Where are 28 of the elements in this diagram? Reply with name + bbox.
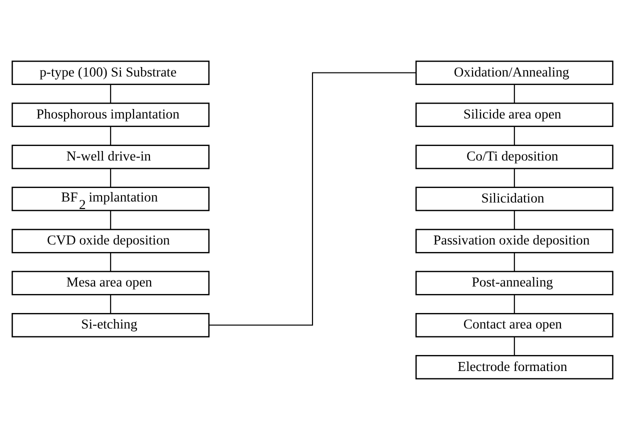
connector: [514, 337, 515, 356]
node-box: Post-annealing: [415, 270, 614, 296]
connector: [110, 126, 112, 146]
connector: [110, 84, 112, 103]
node-box: Electrode formation: [415, 355, 614, 380]
connector: [110, 295, 112, 314]
node-box: Oxidation/Annealing: [415, 60, 614, 85]
node-box: Si-etching: [12, 312, 210, 338]
connector: [514, 168, 515, 188]
node-box: CVD oxide deposition: [12, 228, 210, 254]
node-box: p-type (100) Si Substrate: [12, 60, 210, 85]
node-box: Co/Ti deposition: [415, 144, 614, 170]
connector: [514, 84, 515, 103]
node-box: Phosphorous implantation: [12, 102, 210, 128]
connector: [514, 252, 515, 272]
connector: [514, 210, 515, 230]
node-box: Contact area open: [415, 312, 614, 338]
connector: [209, 72, 416, 326]
node-box: Mesa area open: [12, 270, 210, 296]
node-box: N-well drive-in: [12, 144, 210, 170]
connector: [110, 210, 112, 230]
connector: [110, 168, 112, 188]
node-box: Silicidation: [415, 186, 614, 212]
connector: [110, 252, 112, 272]
connector: [514, 126, 515, 146]
node-box: Silicide area open: [415, 102, 614, 128]
node-box: Passivation oxide deposition: [415, 228, 614, 254]
connector: [514, 295, 515, 314]
